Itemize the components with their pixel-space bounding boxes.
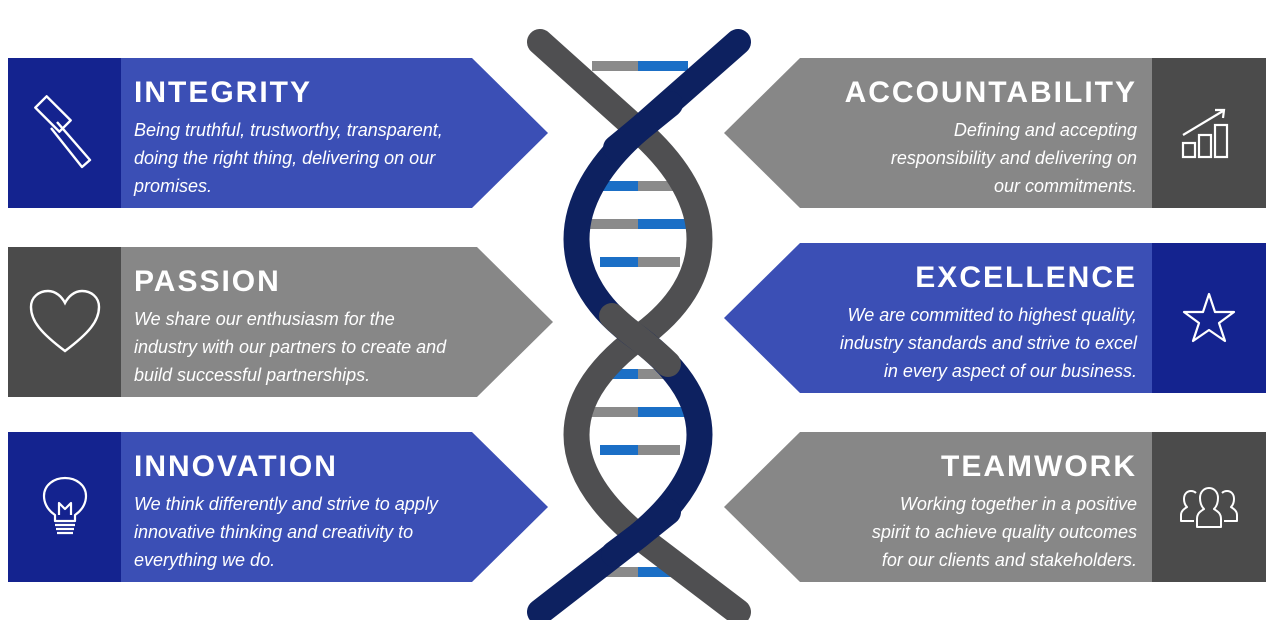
star-icon xyxy=(1181,290,1237,346)
passion-icon-box xyxy=(8,247,121,397)
integrity-title: INTEGRITY xyxy=(134,76,313,109)
excellence-icon-box xyxy=(1152,243,1266,393)
teamwork-arrow: TEAMWORK Working together in a positive … xyxy=(724,432,1152,582)
excellence-arrow: EXCELLENCE We are committed to highest q… xyxy=(724,243,1152,393)
innovation-arrow: INNOVATION We think differently and stri… xyxy=(121,432,548,582)
team-icon xyxy=(1177,483,1241,531)
teamwork-description: Working together in a positive spirit to… xyxy=(871,494,1137,570)
teamwork-title: TEAMWORK xyxy=(941,450,1137,483)
value-card-accountability: ACCOUNTABILITY Defining and accepting re… xyxy=(724,58,1266,208)
teamwork-icon-box xyxy=(1152,432,1266,582)
lightbulb-icon xyxy=(40,475,90,539)
value-card-excellence: EXCELLENCE We are committed to highest q… xyxy=(724,243,1266,393)
innovation-description: We think differently and strive to apply… xyxy=(134,494,438,570)
integrity-description: Being truthful, trustworthy, transparent… xyxy=(134,120,443,196)
hammer-icon xyxy=(30,88,100,178)
value-card-passion: PASSION We share our enthusiasm for the … xyxy=(8,247,553,397)
innovation-title: INNOVATION xyxy=(134,450,338,483)
innovation-icon-box xyxy=(8,432,121,582)
excellence-title: EXCELLENCE xyxy=(915,261,1137,294)
value-card-teamwork: TEAMWORK Working together in a positive … xyxy=(724,432,1266,582)
heart-icon xyxy=(27,287,103,357)
accountability-arrow: ACCOUNTABILITY Defining and accepting re… xyxy=(724,58,1152,208)
accountability-title: ACCOUNTABILITY xyxy=(844,76,1137,109)
passion-title: PASSION xyxy=(134,265,281,298)
integrity-arrow: INTEGRITY Being truthful, trustworthy, t… xyxy=(121,58,548,208)
accountability-description: Defining and accepting responsibility an… xyxy=(890,120,1137,196)
dna-helix xyxy=(520,20,760,620)
excellence-description: We are committed to highest quality, ind… xyxy=(839,305,1137,381)
passion-description: We share our enthusiasm for the industry… xyxy=(134,309,447,385)
value-card-innovation: INNOVATION We think differently and stri… xyxy=(8,432,548,582)
passion-arrow: PASSION We share our enthusiasm for the … xyxy=(121,247,553,397)
value-card-integrity: INTEGRITY Being truthful, trustworthy, t… xyxy=(8,58,548,208)
accountability-icon-box xyxy=(1152,58,1266,208)
integrity-icon-box xyxy=(8,58,121,208)
growth-chart-icon xyxy=(1177,101,1241,165)
